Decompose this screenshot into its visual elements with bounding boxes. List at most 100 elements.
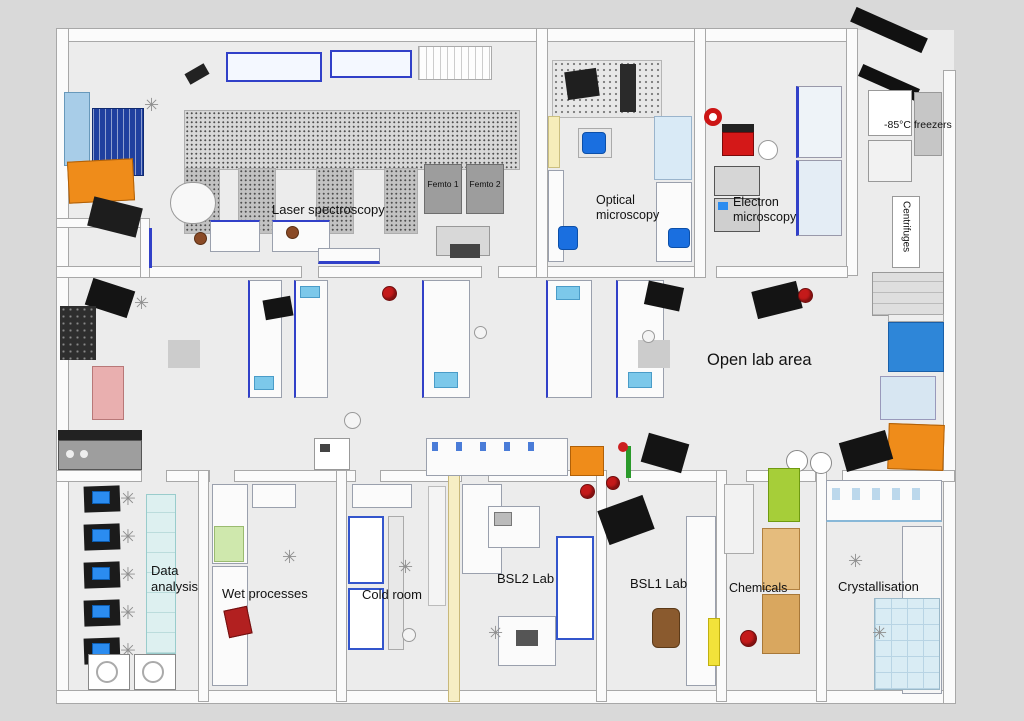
freezer-2: [868, 140, 912, 182]
open-bench-a2: [294, 280, 328, 398]
shelf-unit: [418, 46, 492, 80]
label-laser-spectroscopy: Laser spectroscopy: [272, 202, 385, 217]
green-chemical-cabinet: [768, 468, 800, 522]
microscope-dark-1: [564, 67, 600, 101]
sink-b: [434, 372, 458, 388]
blue-cabinet-top: [888, 314, 944, 322]
label-open-lab-area: Open lab area: [707, 351, 812, 369]
sem-red-unit: [722, 132, 754, 156]
fire-extinguisher-1: [382, 286, 397, 301]
wall-top: [56, 28, 858, 42]
light-blue-box: [880, 376, 936, 420]
printer: [450, 244, 480, 258]
cold-fridge-2: [348, 588, 384, 650]
label-electron-microscopy: Electron microscopy: [733, 195, 797, 224]
monitor-4: [92, 605, 110, 618]
washer-door-1: [96, 661, 118, 683]
chair-icon: ✳: [282, 547, 298, 567]
incubator-bank: [874, 598, 940, 690]
bench-machine: [314, 438, 350, 470]
wall-annex-left: [846, 28, 858, 276]
wall-bsl1-chem: [716, 470, 727, 702]
cold-column: [428, 486, 446, 606]
label-bsl1-lab: BSL1 Lab: [630, 576, 688, 591]
chair-icon: ✳: [144, 95, 160, 115]
pale-green-unit: [214, 526, 244, 562]
small-bench-1: [210, 220, 260, 252]
yellow-panel: [708, 618, 720, 666]
rack-knob-1: [66, 450, 74, 458]
chair-icon: ✳: [120, 489, 136, 510]
cryst-plate-row: [832, 488, 932, 500]
rack-knob-2: [80, 450, 88, 458]
blue-cabinet: [888, 322, 944, 372]
lab-bench-blue-1: [226, 52, 322, 82]
machine-detail: [320, 444, 330, 452]
centrifuges-label: Centrifuges: [900, 201, 912, 253]
stool-white-3: [642, 330, 655, 343]
light-blue-cabinet: [64, 92, 90, 166]
wall-laser-optical: [536, 28, 548, 278]
stool-white-1: [344, 412, 361, 429]
pegboard: [60, 306, 96, 360]
sink-a2: [300, 286, 320, 298]
chem-white-bench: [724, 484, 754, 554]
cyan-cabinet-bank: [146, 494, 176, 654]
microscope-blue-3: [668, 228, 690, 248]
microscope-blue-1: [582, 132, 606, 154]
stool-brown-1: [194, 232, 207, 245]
cryst-top-bench: [826, 480, 942, 522]
tan-cabinet-1: [762, 528, 800, 590]
optical-table-band: [184, 110, 520, 170]
wall-data-wet: [198, 470, 209, 702]
small-bench-2: [272, 220, 330, 252]
wet-bench-top: [252, 484, 296, 508]
femto-1-label: Femto 1: [427, 179, 459, 189]
blue-trim-half-wall: [318, 248, 380, 264]
floor-mat-1: [168, 340, 200, 368]
wood-chair: [652, 608, 680, 648]
label-freezers: -85°C freezers: [884, 119, 952, 131]
bsl2-centrifuge: [516, 630, 538, 646]
chair-icon: ✳: [848, 551, 864, 571]
microscope-dark-2: [620, 64, 636, 112]
wall-h2-seg3: [234, 470, 356, 482]
wall-optical-electron: [694, 28, 706, 278]
label-wet-processes: Wet processes: [222, 586, 308, 601]
pink-cabinet: [92, 366, 124, 420]
washer-door-2: [142, 661, 164, 683]
lab-bench-blue-2: [330, 50, 412, 78]
wall-h1-seg4: [716, 266, 848, 278]
green-stand: [626, 446, 631, 478]
femto-laser-2: Femto 2: [466, 164, 504, 214]
orange-cabinet-1: [66, 158, 136, 204]
wall-right: [943, 70, 956, 704]
gray-desk: [436, 226, 490, 256]
monitor-1: [92, 491, 110, 504]
sem-lid: [722, 124, 754, 132]
console-screen: [718, 202, 728, 210]
cold-bench-top: [352, 484, 412, 508]
red-ring-equipment: [704, 108, 722, 126]
floor-mat-2: [638, 340, 670, 368]
bench-sample-row: [432, 442, 552, 451]
cold-fridge-1: [348, 516, 384, 584]
wall-h1-seg2: [318, 266, 482, 278]
wall-h2-seg1: [56, 470, 142, 482]
label-optical-microscopy: Optical microscopy: [596, 193, 660, 222]
biohazard-bin-door: [606, 476, 620, 490]
freezer-1: [868, 90, 912, 136]
chair-icon: ✳: [120, 527, 136, 548]
chair-icon: ✳: [120, 603, 136, 624]
label-cold-room: Cold room: [362, 587, 422, 602]
label-data-analysis: Data analysis: [151, 563, 198, 594]
monitor-3: [92, 567, 110, 580]
femto-laser-1: Femto 1: [424, 164, 462, 214]
white-cylinder: [758, 140, 778, 160]
label-bsl2-lab: BSL2 Lab: [497, 571, 555, 586]
stool-brown-2: [286, 226, 299, 239]
gray-console-2: [714, 198, 760, 232]
gray-console-1: [714, 166, 760, 196]
orange-cabinet-2: [887, 423, 945, 471]
wall-cold-bsl2-yellow: [448, 470, 460, 702]
